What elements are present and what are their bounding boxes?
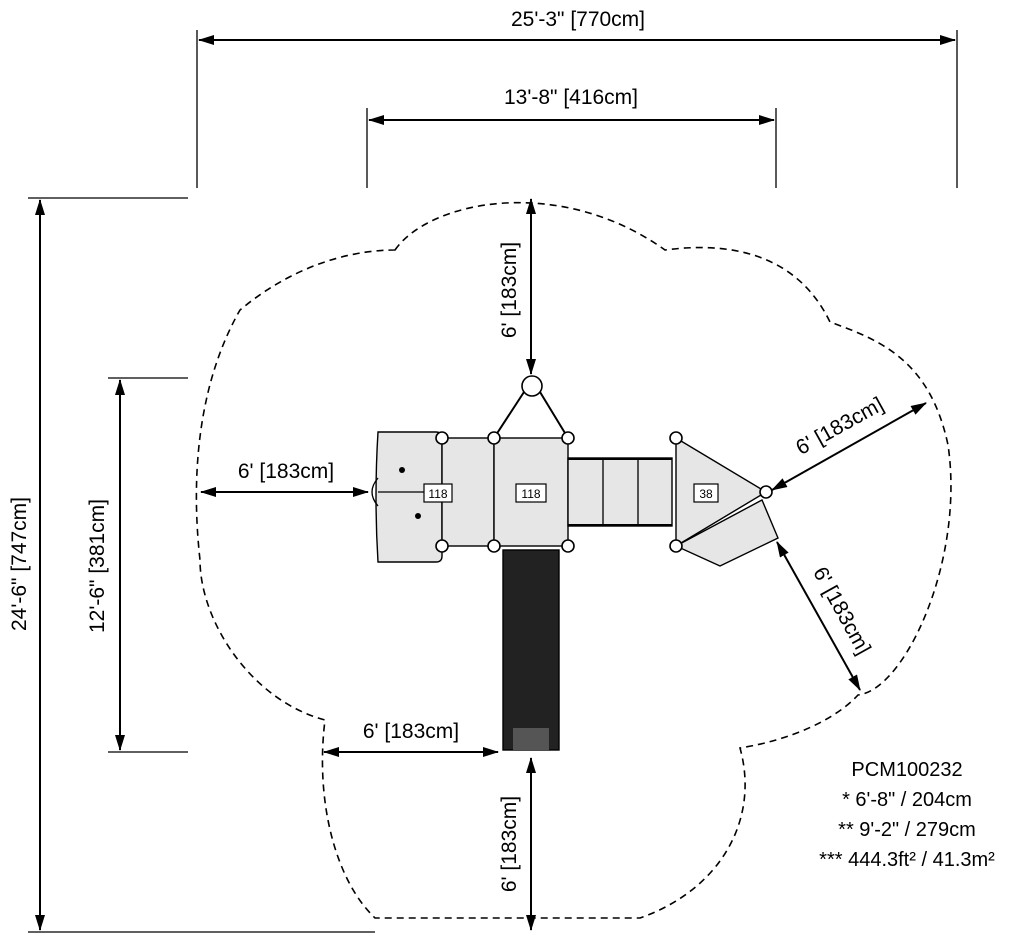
deck-tag-left: 118: [428, 487, 447, 501]
post: [487, 431, 501, 445]
post: [561, 539, 575, 553]
clearance-right-upper-label: 6' [183cm]: [792, 393, 887, 460]
deck-tag-box: [423, 483, 453, 503]
clearance-right-lower-label: 6' [183cm]: [808, 563, 875, 658]
deck-tag-center: 118: [521, 487, 540, 501]
structure-depth-label: 12'-6" [381cm]: [86, 499, 109, 633]
post: [759, 485, 773, 499]
clearance-bottom-left-label: 6' [183cm]: [363, 720, 459, 743]
slide-exit: [513, 728, 549, 750]
dimension-line-clearance-right-lower: [776, 541, 861, 691]
deck-tag-box: [515, 483, 547, 503]
right-ramp: [674, 499, 779, 567]
left-panel-hole: [399, 467, 405, 473]
clearance-top-label: 6' [183cm]: [498, 242, 521, 338]
climbing-hoop: [493, 391, 569, 439]
slide: [502, 549, 560, 751]
play-structure: 118 118 38: [371, 375, 779, 751]
clearance-bottom-label: 6' [183cm]: [498, 796, 521, 892]
post: [669, 539, 683, 553]
deck-tag-box: [693, 483, 719, 503]
structure-width-label: 13'-8" [416cm]: [504, 86, 638, 109]
overall-depth-label: 24'-6" [747cm]: [8, 497, 31, 631]
use-zone-boundary: [195, 201, 952, 919]
post: [435, 431, 449, 445]
left-panel-hole: [415, 513, 421, 519]
left-panel-arc: [371, 477, 379, 507]
model-number: PCM100232: [851, 759, 962, 781]
climbing-ring: [521, 375, 543, 397]
post: [435, 539, 449, 553]
deck-tag-right: 38: [699, 487, 713, 501]
post: [561, 431, 575, 445]
deck-right: [675, 436, 768, 548]
post: [487, 539, 501, 553]
overall-width-label: 25'-3" [770cm]: [511, 8, 645, 31]
clearance-left-label: 6' [183cm]: [238, 460, 334, 483]
spec-line-3: *** 444.3ft² / 41.3m²: [819, 849, 995, 871]
post: [669, 431, 683, 445]
spec-line-2: ** 9'-2" / 279cm: [838, 819, 976, 841]
dimension-line-clearance-right-upper: [771, 402, 927, 491]
bridge: [567, 457, 673, 527]
spec-line-1: * 6'-8" / 204cm: [842, 789, 972, 811]
